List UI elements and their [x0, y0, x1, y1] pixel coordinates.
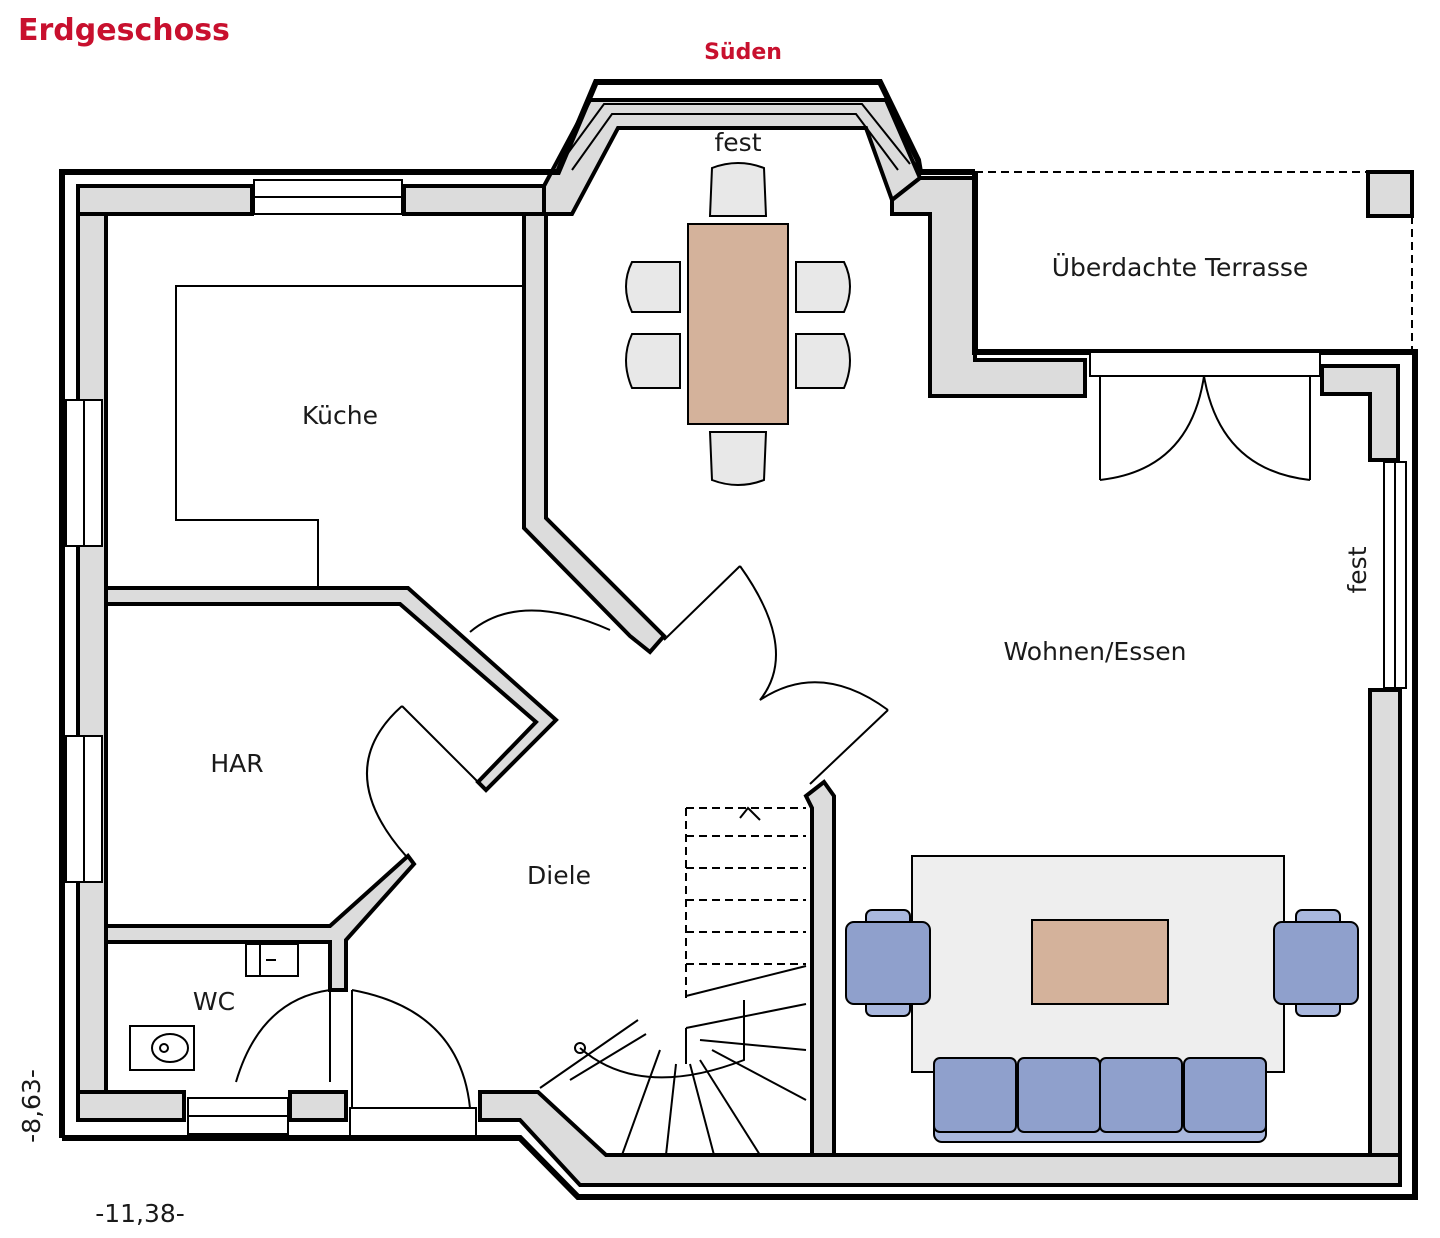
coffee-table: [1031, 919, 1169, 1005]
orientation-label: Süden: [704, 40, 782, 65]
chair: [795, 261, 851, 313]
terrace-outline: [975, 171, 1413, 352]
east-window-note: fest: [1343, 546, 1372, 593]
room-label-wc: WC: [193, 987, 235, 1016]
kitchen-counter: [175, 285, 524, 588]
staircase: [539, 806, 807, 1156]
outer-outline: [59, 79, 1418, 1200]
plan-title: Erdgeschoss: [18, 13, 230, 48]
room-label-terrasse: Überdachte Terrasse: [1052, 253, 1309, 282]
dimension-width: -11,38-: [95, 1199, 185, 1228]
chair: [625, 333, 681, 389]
chair: [708, 431, 768, 486]
bay-window-note: fest: [714, 128, 761, 157]
room-label-kueche: Küche: [302, 401, 378, 430]
room-label-har: HAR: [210, 749, 263, 778]
room-label-diele: Diele: [527, 861, 591, 890]
outer-walls: [76, 98, 1402, 1187]
chair: [795, 333, 851, 389]
living-set: [845, 855, 1359, 1143]
inner-walls: [104, 170, 1414, 1157]
chair: [708, 162, 768, 217]
dining-table: [687, 223, 789, 425]
doors: [235, 375, 1311, 1109]
dining-set: [625, 162, 851, 486]
windows: [65, 103, 1407, 1137]
chair: [625, 261, 681, 313]
room-label-wohnen: Wohnen/Essen: [1004, 637, 1187, 666]
wc-fixtures: [129, 943, 299, 1071]
dimension-depth: -8,63-: [17, 1069, 46, 1143]
